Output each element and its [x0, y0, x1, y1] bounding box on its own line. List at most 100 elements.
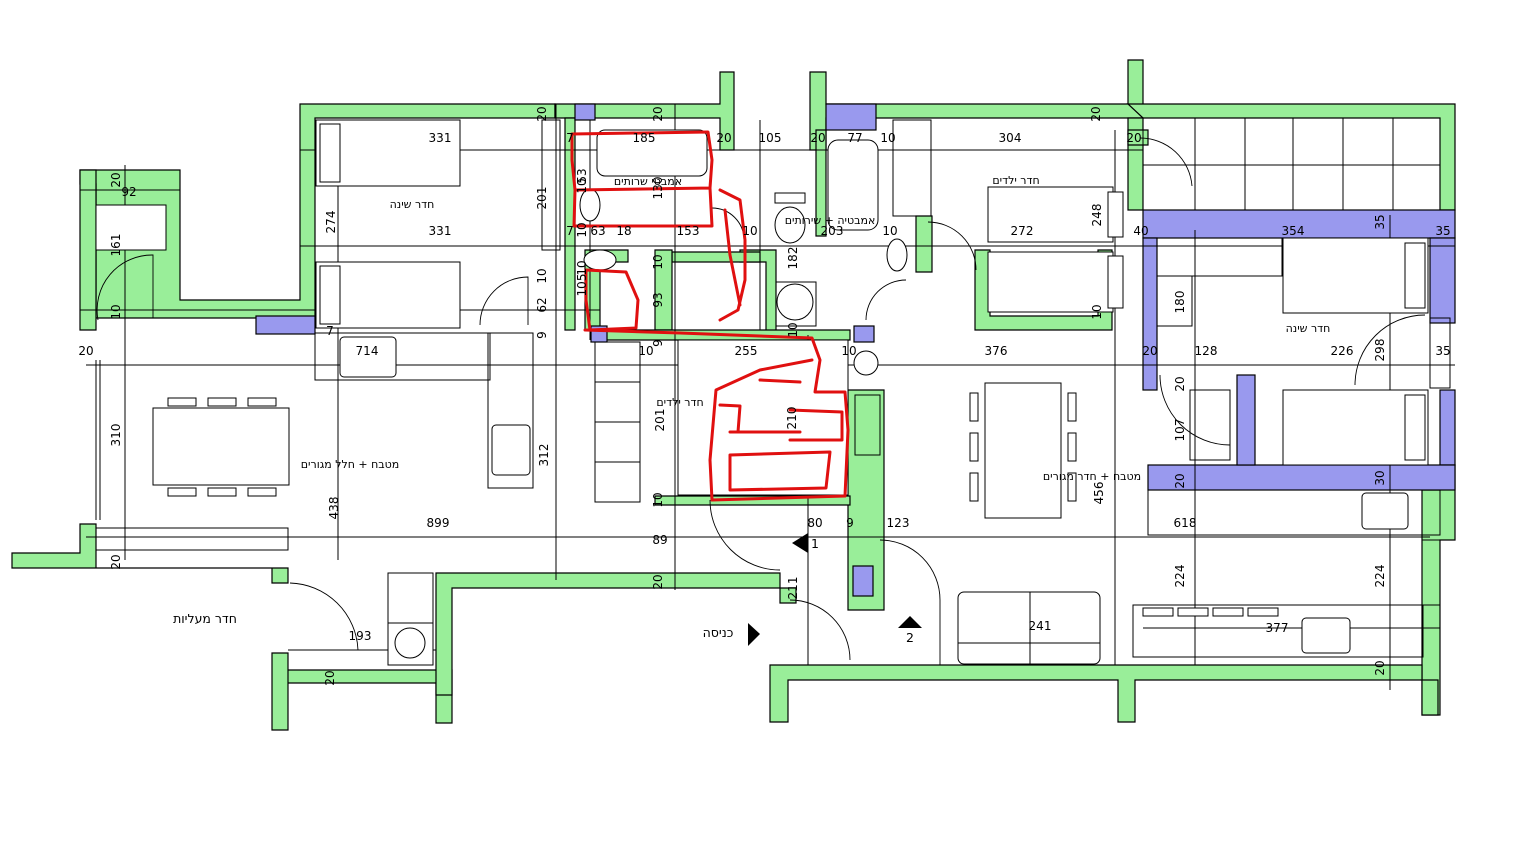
bed-kids-2: [987, 251, 1114, 313]
counter-left: [314, 332, 491, 381]
chair: [1067, 392, 1077, 422]
wall-dim-label: 20: [651, 106, 665, 121]
dim-label: 201: [535, 187, 549, 210]
wall-dim-label: 10: [535, 268, 549, 283]
wall-dim-label: 10: [1090, 304, 1104, 319]
bathtub-mid: [827, 139, 879, 231]
closet-balcony: [95, 204, 167, 251]
bathtub-left: [596, 129, 708, 177]
room-label-kitchen-left: מטבח + חלל מגורים: [301, 458, 400, 471]
chair: [167, 397, 197, 407]
dim-label: 714: [356, 344, 379, 358]
wall-dim-label: 20: [1142, 344, 1157, 358]
pillow: [1404, 394, 1426, 461]
dim-label: 203: [821, 224, 844, 238]
dim-label: 107: [1173, 419, 1187, 442]
chair: [969, 472, 979, 502]
dim-label: 182: [786, 247, 800, 270]
wall-dim-label: 10: [651, 254, 665, 269]
dining-table-left: [152, 407, 290, 486]
dim-label: 193: [349, 629, 372, 643]
dim-label: 9: [846, 516, 854, 530]
counter-balcony: [95, 527, 289, 551]
sink-right-2: [1301, 617, 1351, 654]
dim-label: 331: [429, 131, 452, 145]
dim-label: 211: [786, 577, 800, 600]
wall-dim-label: 10: [786, 322, 800, 337]
room-label-kids-right: חדר ילדים: [992, 174, 1039, 187]
dimension-labels: 331 331 274 92 161 185 105 77 304 272 24…: [78, 106, 1450, 685]
sink-small: [853, 350, 879, 376]
dim-label: 128: [1195, 344, 1218, 358]
column-shaft: [852, 565, 874, 597]
bed-kids-mid: [677, 339, 849, 496]
column-left: [255, 315, 316, 335]
room-label-kitchen-right: מטבח + חדר מגורים: [1043, 470, 1141, 483]
arrow-entrance-icon: [748, 623, 760, 646]
chair: [207, 487, 237, 497]
closet-right-2: [1156, 275, 1193, 327]
room-label-bedroom-right: חדר שינה: [1286, 322, 1331, 335]
dim-label: 201: [653, 409, 667, 432]
wall-dim-label: 20: [109, 172, 123, 187]
pillow: [319, 123, 341, 183]
column-top-mid: [825, 103, 877, 131]
markup-squares: [718, 378, 844, 492]
wall-dim-label: 35: [1373, 214, 1387, 229]
column-left-right: [1142, 237, 1158, 391]
dim-label: 89: [652, 533, 667, 547]
wall-top-right: [1126, 103, 1456, 211]
dim-label: 224: [1173, 565, 1187, 588]
chair: [1177, 607, 1209, 617]
towel-rack: [541, 119, 561, 251]
dim-label: 899: [427, 516, 450, 530]
dim-label: 224: [1373, 565, 1387, 588]
wall-dim-label: 20: [323, 670, 337, 685]
wall-bath2-vert: [815, 129, 827, 237]
wall-dim-label: 20: [651, 574, 665, 589]
entry-marker-1: 1: [811, 536, 819, 551]
wall-dim-label: 10: [575, 178, 589, 193]
dim-label: 9: [651, 339, 665, 347]
room-label-stairs: חדר מעליות: [173, 611, 237, 626]
dim-label: 77: [847, 131, 862, 145]
entry-marker-2: 2: [906, 630, 914, 645]
dim-label: 618: [1174, 516, 1197, 530]
entry-arrows: [748, 533, 922, 646]
toilet-tank: [774, 192, 806, 204]
wall-dim-label: 10: [638, 344, 653, 358]
dim-label: 456: [1092, 482, 1106, 505]
chair: [1067, 472, 1077, 502]
dim-label: 354: [1282, 224, 1305, 238]
dim-label: 310: [109, 424, 123, 447]
wall-dim-label: 10: [109, 304, 123, 319]
dining-table-right: [984, 382, 1062, 519]
wall-dim-label: 30: [1373, 470, 1387, 485]
wall-kidsR-left: [915, 215, 933, 273]
wall-left-bottom: [11, 523, 289, 584]
dim-label: 93: [651, 292, 665, 307]
wall-dim-label: 10: [880, 131, 895, 145]
dim-label: 185: [633, 131, 656, 145]
arrow-entry-2-icon: [898, 616, 922, 628]
dim-label: 248: [1090, 204, 1104, 227]
chair: [1212, 607, 1244, 617]
wall-dim-label: 18: [616, 224, 631, 238]
column-right-edge2: [1439, 389, 1456, 466]
dim-label: 153: [677, 224, 700, 238]
counter-right-bottom: [1132, 604, 1424, 658]
bed-kids-1: [987, 186, 1114, 243]
dim-label: 9: [535, 331, 549, 339]
chair: [247, 487, 277, 497]
dim-label: 105: [575, 274, 589, 297]
dim-label: 272: [1011, 224, 1034, 238]
chair: [1142, 607, 1174, 617]
wall-left-outer: [79, 169, 97, 331]
wall-mid-h1: [671, 251, 761, 263]
dim-label: 62: [535, 297, 549, 312]
wall-right-bottom: [769, 664, 1439, 723]
markup-bath: [570, 130, 714, 228]
wall-dim-label: 20: [1173, 376, 1187, 391]
wall-dim-label: 10: [575, 260, 589, 275]
dim-label: 312: [537, 444, 551, 467]
